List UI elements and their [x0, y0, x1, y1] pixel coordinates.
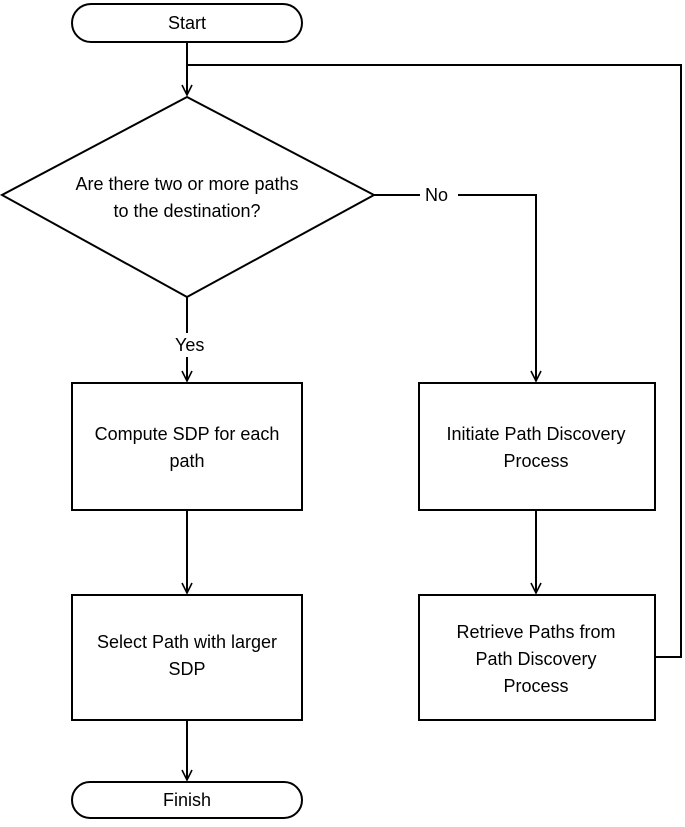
edge-label-yes: Yes	[170, 333, 212, 357]
select-label-line-1: Select Path with larger	[97, 632, 277, 652]
select-label-line-2: SDP	[168, 659, 205, 679]
decision-node: Are there two or more paths to the desti…	[0, 95, 377, 299]
retrieve-label-line-2: Path Discovery	[475, 649, 596, 669]
edge-label-no: No	[420, 183, 458, 207]
decision-label-line-2: to the destination?	[113, 201, 260, 221]
decision-label-line-1: Are there two or more paths	[75, 174, 298, 194]
yes-label: Yes	[175, 335, 204, 355]
compute-label-line-1: Compute SDP for each	[95, 424, 280, 444]
finish-label: Finish	[163, 790, 211, 810]
edge-loop-back	[187, 64, 682, 658]
start-label: Start	[168, 13, 206, 33]
retrieve-label-line-3: Process	[503, 676, 568, 696]
compute-label-line-2: path	[169, 451, 204, 471]
start-terminal: Start	[71, 3, 303, 43]
no-label: No	[425, 185, 448, 205]
initiate-label-line-1: Initiate Path Discovery	[446, 424, 625, 444]
initiate-label-line-2: Process	[503, 451, 568, 471]
initiate-discovery-box: Initiate Path Discovery Process	[418, 382, 656, 511]
retrieve-label-line-1: Retrieve Paths from	[456, 622, 615, 642]
select-path-box: Select Path with larger SDP	[71, 594, 303, 721]
retrieve-paths-box: Retrieve Paths from Path Discovery Proce…	[418, 594, 656, 721]
finish-terminal: Finish	[71, 781, 303, 819]
edge-decision-no	[374, 194, 536, 381]
compute-sdp-box: Compute SDP for each path	[71, 382, 303, 511]
